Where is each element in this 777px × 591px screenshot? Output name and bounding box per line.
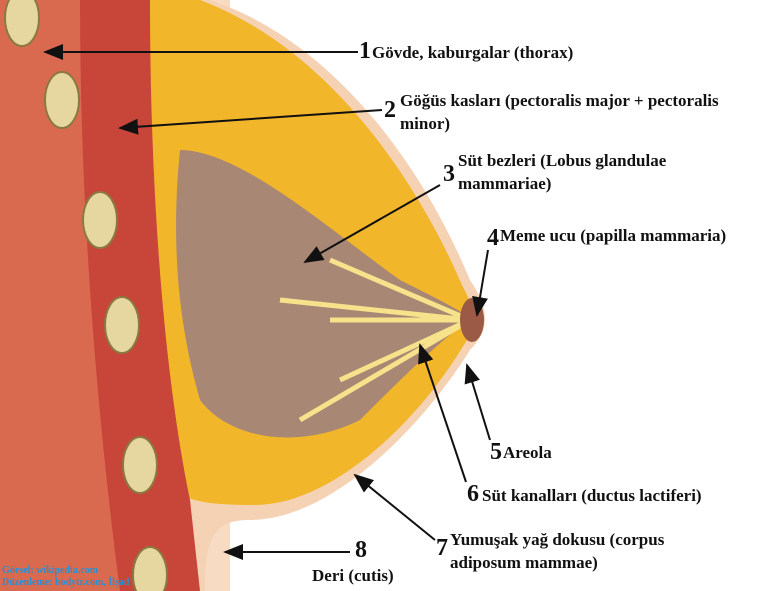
label-8-number: 8 bbox=[355, 537, 367, 563]
label-7-number: 7 bbox=[436, 535, 448, 561]
label-5-number: 5 bbox=[490, 439, 502, 465]
label-6-text: Süt kanalları (ductus lactiferi) bbox=[482, 486, 702, 505]
label-7-line1: Yumuşak yağ dokusu (corpus bbox=[450, 530, 665, 549]
ducts bbox=[279, 257, 472, 423]
credit-editor: Düzenleme: bodytr.com, İlşad bbox=[2, 577, 130, 588]
label-3-number: 3 bbox=[443, 161, 455, 187]
label-4-text: Meme ucu (papilla mammaria) bbox=[500, 226, 727, 245]
ribs-layer bbox=[0, 0, 120, 591]
label-1-text: Gövde, kaburgalar (thorax) bbox=[372, 43, 574, 62]
label-6-number: 6 bbox=[467, 481, 479, 507]
label-2-line1: Göğüs kasları (pectoralis major + pector… bbox=[400, 91, 719, 110]
label-2-line2: minor) bbox=[400, 114, 451, 133]
label-2-number: 2 bbox=[384, 97, 396, 123]
credit-source: Görsel: wikipedia.com bbox=[2, 565, 99, 576]
label-4-number: 4 bbox=[487, 225, 499, 251]
label-8-text: Deri (cutis) bbox=[312, 566, 394, 585]
label-3-line1: Süt bezleri (Lobus glandulae bbox=[458, 151, 667, 170]
ribs bbox=[4, 0, 168, 591]
nipple bbox=[460, 298, 484, 342]
label-3-line2: mammariae) bbox=[458, 174, 552, 193]
label-1-number: 1 bbox=[359, 38, 371, 64]
label-5-text: Areola bbox=[503, 443, 552, 462]
label-7-line2: adiposum mammae) bbox=[450, 553, 598, 572]
pointer-arrows bbox=[43, 44, 491, 560]
